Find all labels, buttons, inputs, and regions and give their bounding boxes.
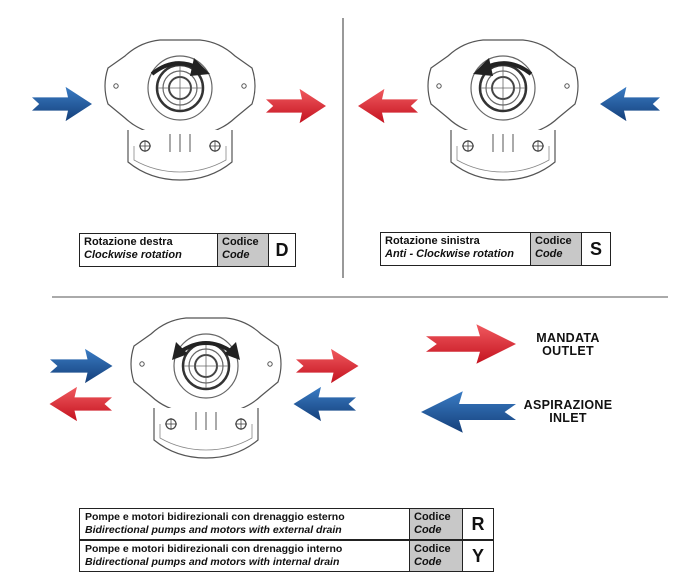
inlet-label-it: ASPIRAZIONE [523,398,613,412]
legend-inlet-arrow [421,391,516,433]
outlet-arrow-cw [266,88,326,124]
outlet-arrow-bi-left [49,386,112,422]
outlet-label-en: OUTLET [542,344,594,358]
inlet-label-en: INLET [549,411,587,425]
outlet-arrow-bi-right [296,348,359,384]
legend-outlet-arrow [426,324,516,364]
code-label-en: Code [535,248,563,260]
code-label-it: Codice [222,236,259,248]
outlet-label-it: MANDATA [536,331,600,345]
code-label-en: Code [414,556,442,568]
inlet-arrow-cw [32,86,92,122]
outlet-arrow-acw [358,88,418,124]
external-drain-label-it: Pompe e motori bidirezionali con drenagg… [85,511,345,523]
legend-outlet-label: MANDATA OUTLET [526,332,610,358]
code-label-it: Codice [414,511,451,523]
anticlockwise-label-it: Rotazione sinistra [385,235,480,247]
code-box-clockwise: Rotazione destra Clockwise rotation Codi… [79,233,296,267]
pump-clockwise [103,38,257,182]
inlet-arrow-bi-right [293,386,356,422]
external-drain-label-en: Bidirectional pumps and motors with exte… [85,524,342,536]
pump-anticlockwise [426,38,580,182]
legend-inlet-label: ASPIRAZIONE INLET [516,399,620,425]
clockwise-label-it: Rotazione destra [84,236,173,248]
pump-bidirectional [129,316,283,460]
code-label-it: Codice [414,543,451,555]
inlet-arrow-acw [600,86,660,122]
code-label-en: Code [222,249,250,261]
code-letter-y: Y [471,545,484,566]
rotation-arrow-bidirectional [178,341,234,354]
code-letter-d: D [275,239,289,260]
anticlockwise-label-en: Anti - Clockwise rotation [385,248,514,260]
code-letter-s: S [589,238,602,259]
clockwise-label-en: Clockwise rotation [84,249,182,261]
code-box-anticlockwise: Rotazione sinistra Anti - Clockwise rota… [380,232,611,266]
inlet-arrow-bi-left [50,348,113,384]
code-label-it: Codice [535,235,572,247]
code-row-internal-drain: Pompe e motori bidirezionali con drenagg… [79,540,494,572]
code-label-en: Code [414,524,442,536]
internal-drain-label-en: Bidirectional pumps and motors with inte… [85,556,340,568]
code-letter-r: R [471,513,485,534]
code-row-external-drain: Pompe e motori bidirezionali con drenagg… [79,508,494,540]
internal-drain-label-it: Pompe e motori bidirezionali con drenagg… [85,543,343,555]
